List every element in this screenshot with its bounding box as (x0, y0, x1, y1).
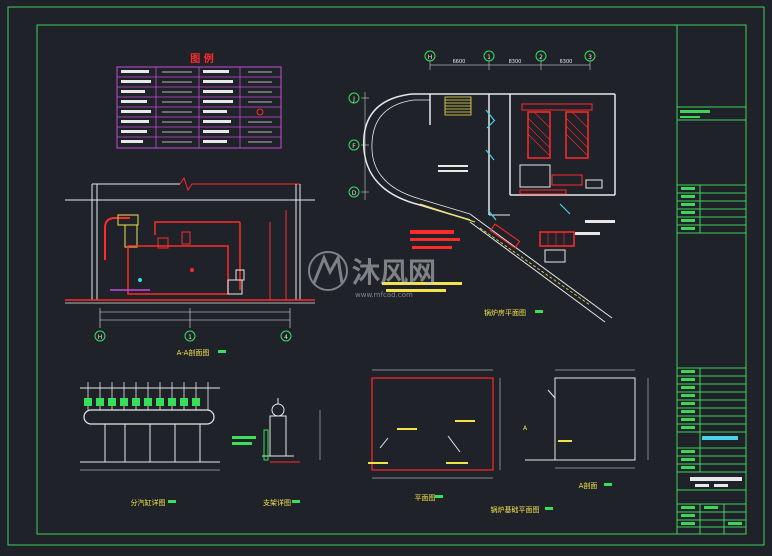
svg-text:6300: 6300 (560, 59, 573, 65)
foundation1-title: 平面图 (415, 494, 436, 502)
boiler-room-plan: 6600 8300 6300 H 1 2 3 J F D (348, 50, 616, 323)
watermark-text: 沐风网 (352, 256, 436, 289)
watermark-url: www.mfcad.com (355, 291, 413, 299)
section-title: A-A剖面图 (177, 348, 210, 357)
svg-text:4: 4 (284, 334, 288, 341)
watermark: 沐风网 www.mfcad.com (308, 251, 436, 299)
svg-text:D: D (352, 190, 357, 197)
distributor-title: 分汽缸详图 (131, 498, 166, 507)
legend-title: 图 例 (190, 52, 213, 65)
svg-text:6600: 6600 (453, 59, 466, 65)
svg-text:J: J (352, 96, 355, 103)
outer-frame (7, 6, 765, 546)
section-axis-bubble-2 (184, 330, 196, 342)
svg-text:H: H (98, 334, 103, 341)
section-axis-bubble-1 (94, 330, 106, 342)
section-aa: H 1 4 A-A剖面图 (65, 176, 315, 357)
foundation1-a-label: A (523, 425, 528, 432)
svg-text:8300: 8300 (509, 59, 522, 65)
svg-text:F: F (352, 143, 356, 150)
svg-text:1: 1 (188, 334, 192, 341)
watermark-logo-icon (308, 251, 348, 291)
support-detail: 支架详图 (232, 398, 321, 507)
foundation-plan-1: 平面图 (368, 369, 501, 502)
foundation-plan-2: A A剖面 (523, 369, 649, 490)
detail2-title: 支架详图 (263, 498, 291, 507)
distributor-detail: 分汽缸详图 (80, 382, 220, 507)
foundation-title: 锅炉基础平面图 (491, 505, 540, 514)
svg-text:H: H (428, 54, 433, 61)
plan-title: 锅炉房平面图 (484, 308, 526, 317)
svg-text:2: 2 (539, 54, 543, 61)
inner-frame (36, 24, 747, 535)
foundation2-title: A剖面 (579, 481, 598, 490)
legend-table: 图 例 (116, 52, 282, 149)
svg-text:3: 3 (588, 54, 592, 61)
svg-text:1: 1 (487, 54, 491, 61)
title-block (676, 25, 746, 534)
section-axis-bubble-3 (280, 330, 292, 342)
